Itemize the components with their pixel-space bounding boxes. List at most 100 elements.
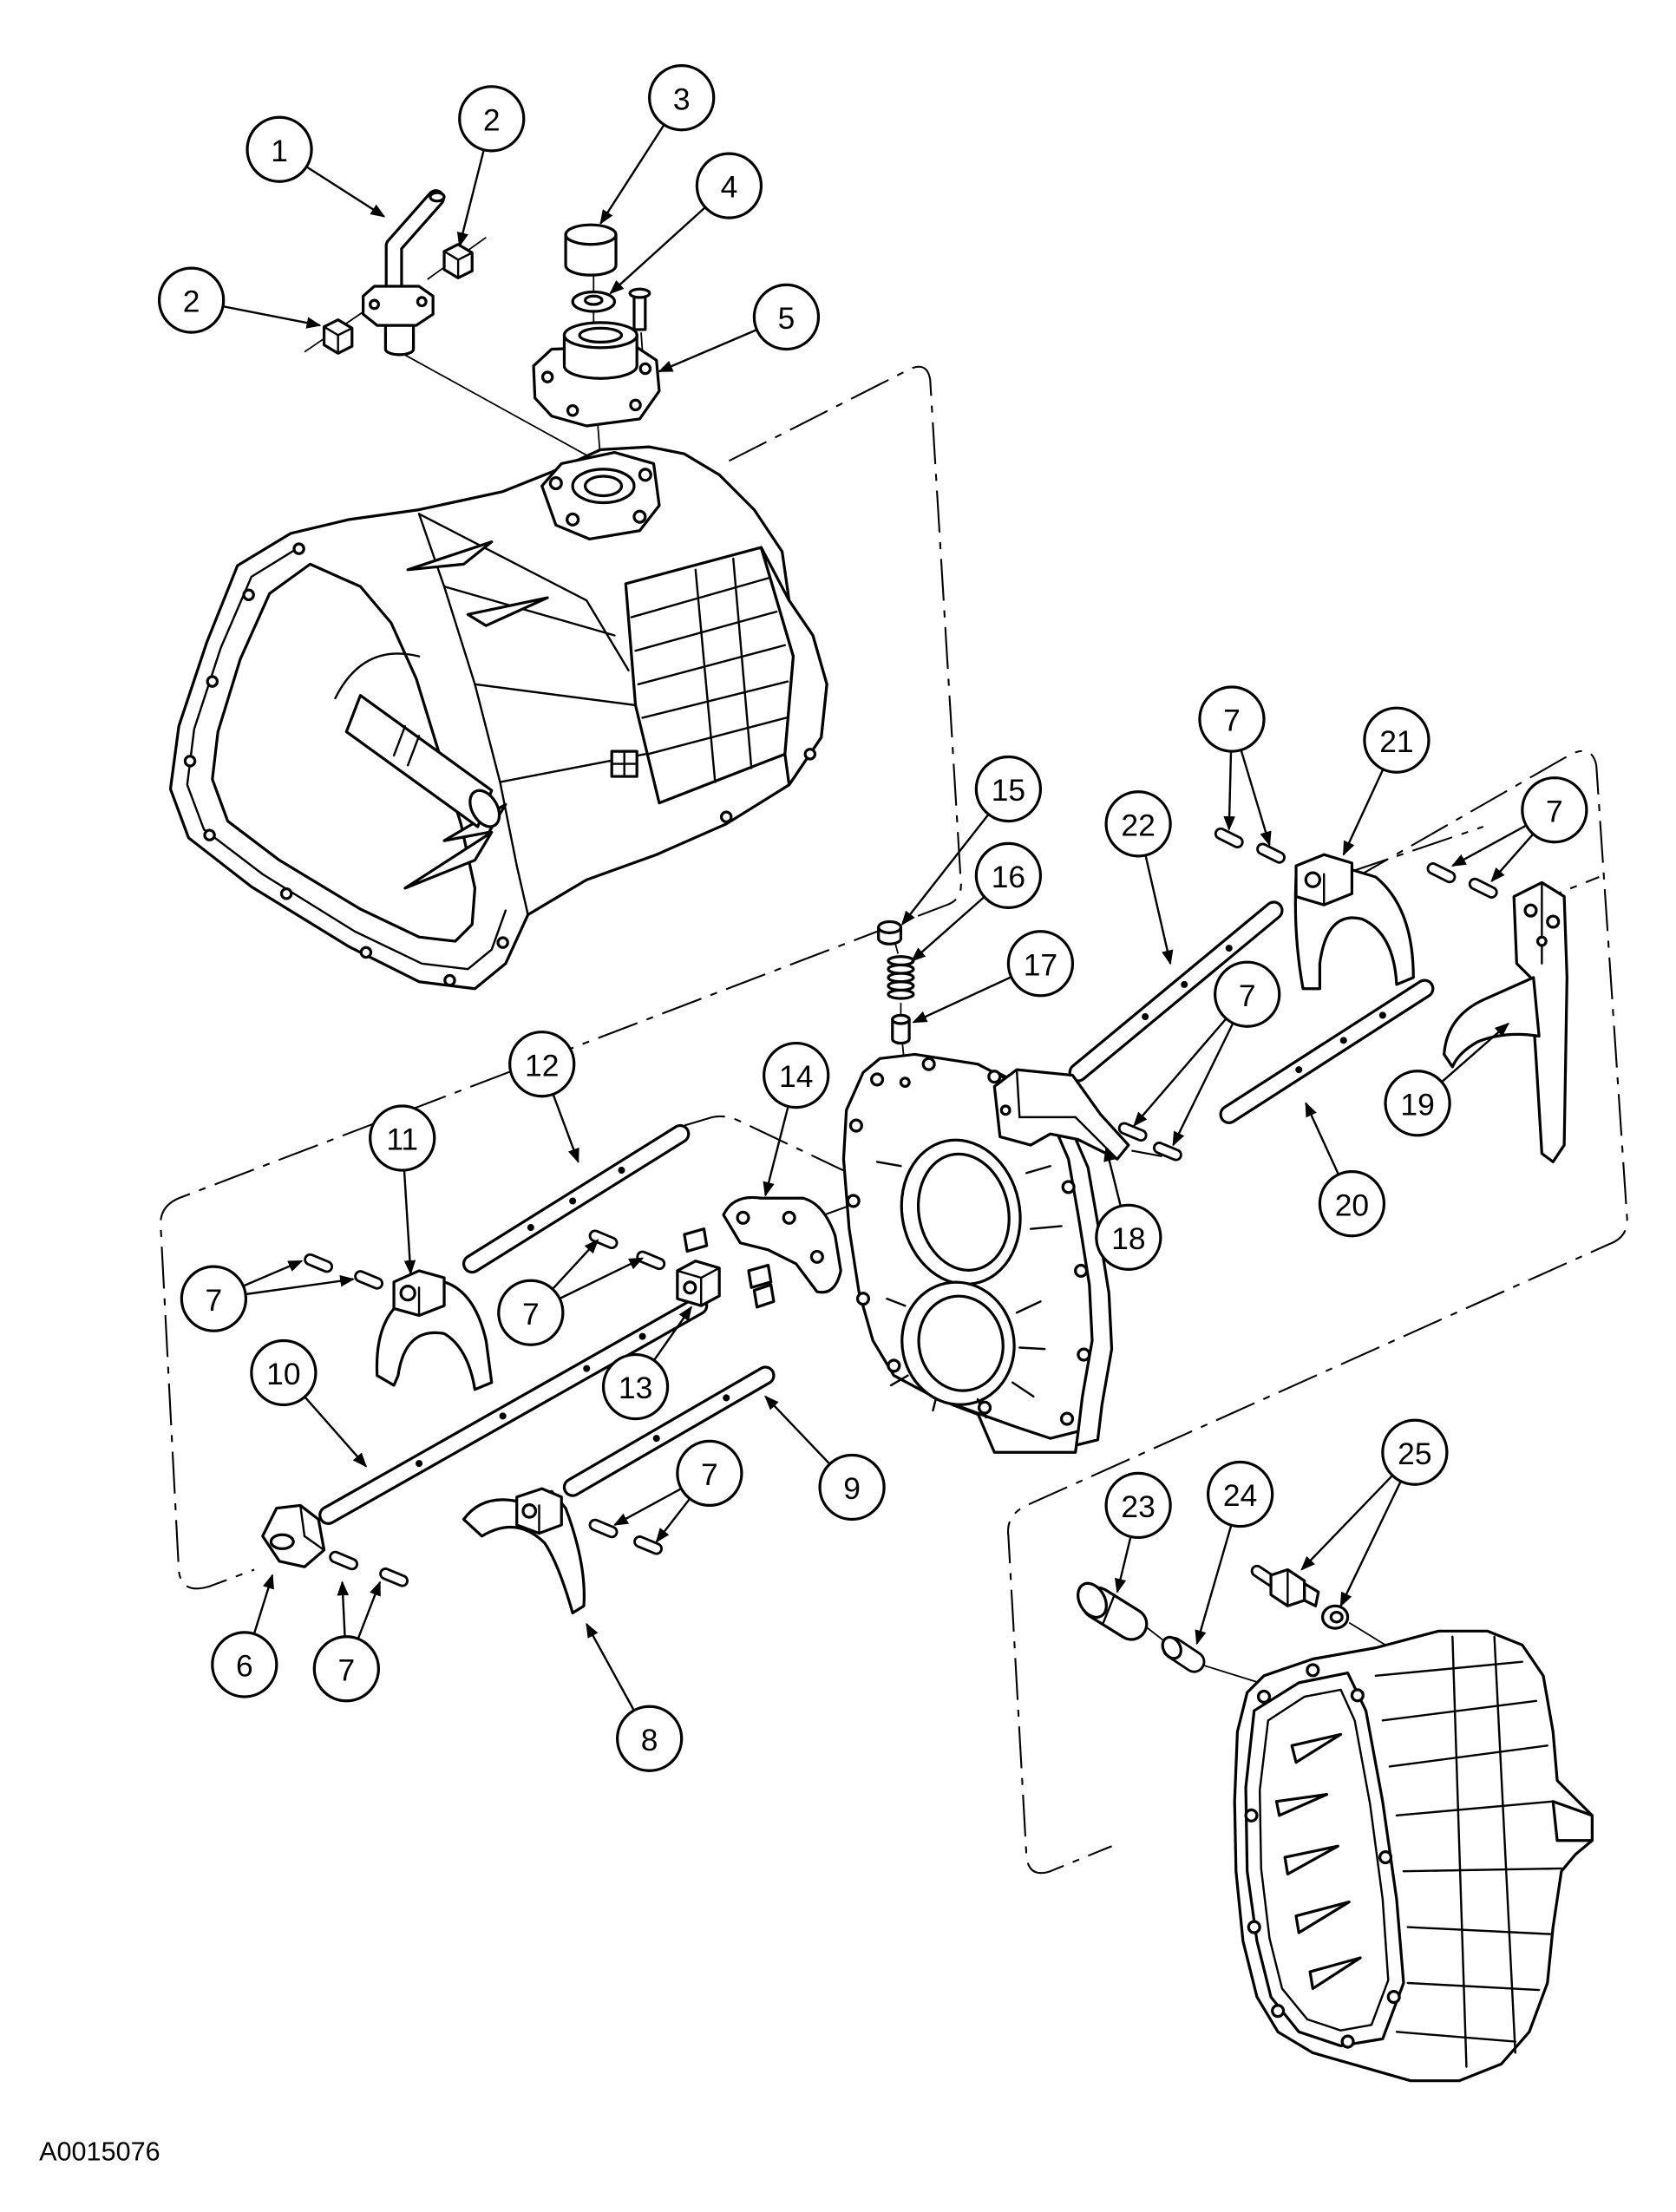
callout-number: 7	[701, 1457, 718, 1492]
leader-line	[901, 813, 990, 926]
part-washer-25	[1321, 1604, 1350, 1630]
leader-line	[655, 1497, 691, 1543]
callout-23: 23	[1104, 1471, 1172, 1540]
leader-line	[658, 328, 757, 373]
callout-number: 1	[271, 134, 288, 168]
callout-circle	[1198, 685, 1266, 753]
leader-line	[1240, 749, 1272, 847]
callout-circle	[497, 1279, 565, 1346]
leader-line	[763, 1106, 789, 1197]
roll-pin	[1468, 877, 1498, 899]
callout-circle	[1384, 1070, 1451, 1137]
callout-14: 14	[763, 1041, 830, 1109]
leader-line	[1103, 1146, 1123, 1207]
callout-circle	[818, 1453, 886, 1522]
leader-line	[912, 976, 1012, 1024]
callout-number: 25	[1398, 1436, 1431, 1471]
callout-circle	[1381, 1418, 1449, 1486]
callout-number: 18	[1111, 1221, 1145, 1256]
leader-line	[911, 895, 985, 962]
part-plug-15	[877, 919, 903, 946]
callout-4: 4	[695, 152, 763, 219]
callout-1: 1	[246, 115, 313, 183]
callout-number: 2	[183, 285, 200, 319]
callout-circle	[763, 1041, 830, 1109]
roll-pin	[633, 1535, 663, 1555]
leader-line	[1305, 1102, 1340, 1175]
part-plate-14	[683, 1195, 842, 1309]
callout-number: 7	[522, 1297, 540, 1332]
callout-12: 12	[508, 1031, 576, 1098]
callout-number: 12	[525, 1048, 559, 1083]
callout-24: 24	[1206, 1460, 1274, 1528]
callout-number: 2	[483, 102, 501, 137]
leader-line	[1133, 1018, 1228, 1127]
roll-pin	[588, 1229, 619, 1250]
callout-circle	[1104, 1471, 1172, 1540]
callout-circle	[211, 1631, 278, 1698]
part-switch-25	[1250, 1564, 1320, 1607]
callout-circle	[648, 64, 716, 132]
leader-line	[304, 1396, 367, 1468]
callout-number: 8	[641, 1723, 658, 1757]
callout-7: 7	[676, 1439, 743, 1508]
callout-circle	[616, 1705, 684, 1772]
leader-line	[1195, 1524, 1233, 1646]
callout-number: 7	[1546, 794, 1563, 828]
leader-line	[586, 1622, 635, 1711]
callout-2: 2	[158, 266, 226, 334]
part-fork-11	[375, 1269, 494, 1391]
leader-line	[1300, 1475, 1393, 1571]
part-detent-17	[891, 1013, 911, 1045]
leader-line	[337, 1580, 349, 1637]
part-bolt	[628, 287, 651, 331]
callout-2: 2	[458, 85, 526, 153]
roll-pin	[588, 1518, 619, 1539]
leader-line	[1172, 1022, 1234, 1147]
callout-number: 14	[779, 1059, 813, 1094]
callout-number: 10	[266, 1357, 300, 1391]
leader-line	[1223, 751, 1235, 831]
leader-line	[612, 1488, 682, 1527]
leader-line	[1490, 833, 1535, 883]
callout-7: 7	[1214, 960, 1281, 1028]
leader-line	[242, 1260, 304, 1287]
leader-lines	[222, 124, 1535, 1711]
callout-3: 3	[648, 64, 716, 132]
leader-line	[245, 1275, 356, 1296]
callout-number: 13	[619, 1371, 652, 1405]
roll-pin	[1426, 862, 1457, 884]
callout-number: 3	[673, 82, 691, 116]
callout-number: 23	[1121, 1489, 1155, 1524]
part-washer	[571, 290, 617, 313]
part-spring-16	[887, 955, 915, 1000]
callout-number: 7	[337, 1652, 355, 1687]
roll-pin	[304, 1253, 334, 1273]
leader-line	[552, 1239, 599, 1290]
callout-25: 25	[1381, 1418, 1449, 1486]
leader-line	[764, 1395, 831, 1465]
callout-21: 21	[1363, 706, 1430, 774]
callout-22: 22	[1104, 790, 1172, 858]
callout-number: 4	[721, 170, 738, 205]
callout-circle	[1521, 776, 1588, 844]
part-plug-23	[1077, 1581, 1149, 1641]
callout-18: 18	[1095, 1203, 1162, 1271]
leader-line	[1339, 1481, 1402, 1607]
leader-line	[252, 1574, 274, 1634]
roll-pin	[379, 1567, 409, 1587]
roll-pin	[329, 1550, 359, 1571]
part-fork-21	[1293, 853, 1415, 991]
roll-pin	[1256, 842, 1286, 864]
callout-5: 5	[752, 283, 821, 351]
callout-number: 16	[992, 860, 1025, 894]
part-plug-24	[1161, 1635, 1206, 1673]
callout-number: 9	[843, 1471, 861, 1506]
center-plate	[841, 1052, 1114, 1454]
callout-number: 7	[1223, 704, 1241, 738]
roll-pins	[304, 827, 1498, 1587]
roll-pin	[354, 1270, 383, 1290]
callout-number: 5	[778, 301, 795, 336]
callout-number: 19	[1400, 1087, 1434, 1122]
